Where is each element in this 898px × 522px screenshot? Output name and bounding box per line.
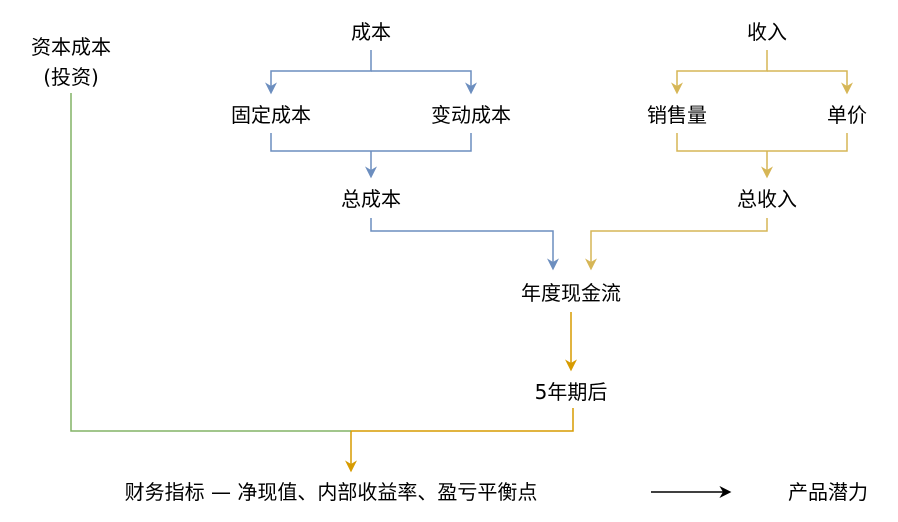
node-financial-indicators: 财务指标 — 净现值、内部收益率、盈亏平衡点	[124, 480, 538, 504]
edge-fixed-variable-to-total-cost	[270, 133, 472, 152]
node-total-revenue: 总收入	[737, 187, 797, 211]
node-revenue: 收入	[747, 20, 787, 44]
node-capital-cost-line2: (投资)	[43, 65, 99, 89]
edge-cost-to-variable-cost	[371, 70, 477, 95]
node-capital-cost: 资本成本 (投资)	[11, 32, 131, 92]
edge-capital-cost-to-indicators	[70, 93, 351, 432]
node-product-potential: 产品潜力	[788, 480, 868, 504]
edge-total-cost-to-cash-flow	[370, 218, 559, 271]
edge-total-revenue-to-cash-flow	[585, 218, 768, 271]
node-cost: 成本	[351, 20, 391, 44]
edge-revenue-to-sales-volume	[671, 50, 768, 95]
edge-revenue-to-unit-price	[767, 70, 853, 95]
node-after-5-years: 5年期后	[534, 380, 608, 404]
edge-volume-price-merge	[676, 133, 848, 152]
node-fixed-cost: 固定成本	[231, 103, 311, 127]
edge-after-5-years-to-indicators	[345, 408, 574, 473]
node-unit-price: 单价	[827, 103, 867, 127]
node-annual-cash-flow: 年度现金流	[521, 281, 621, 305]
node-sales-volume: 销售量	[647, 103, 707, 127]
node-variable-cost: 变动成本	[431, 103, 511, 127]
edge-cost-to-fixed-cost	[265, 50, 372, 95]
node-capital-cost-line1: 资本成本	[31, 35, 111, 59]
node-total-cost: 总成本	[341, 187, 401, 211]
